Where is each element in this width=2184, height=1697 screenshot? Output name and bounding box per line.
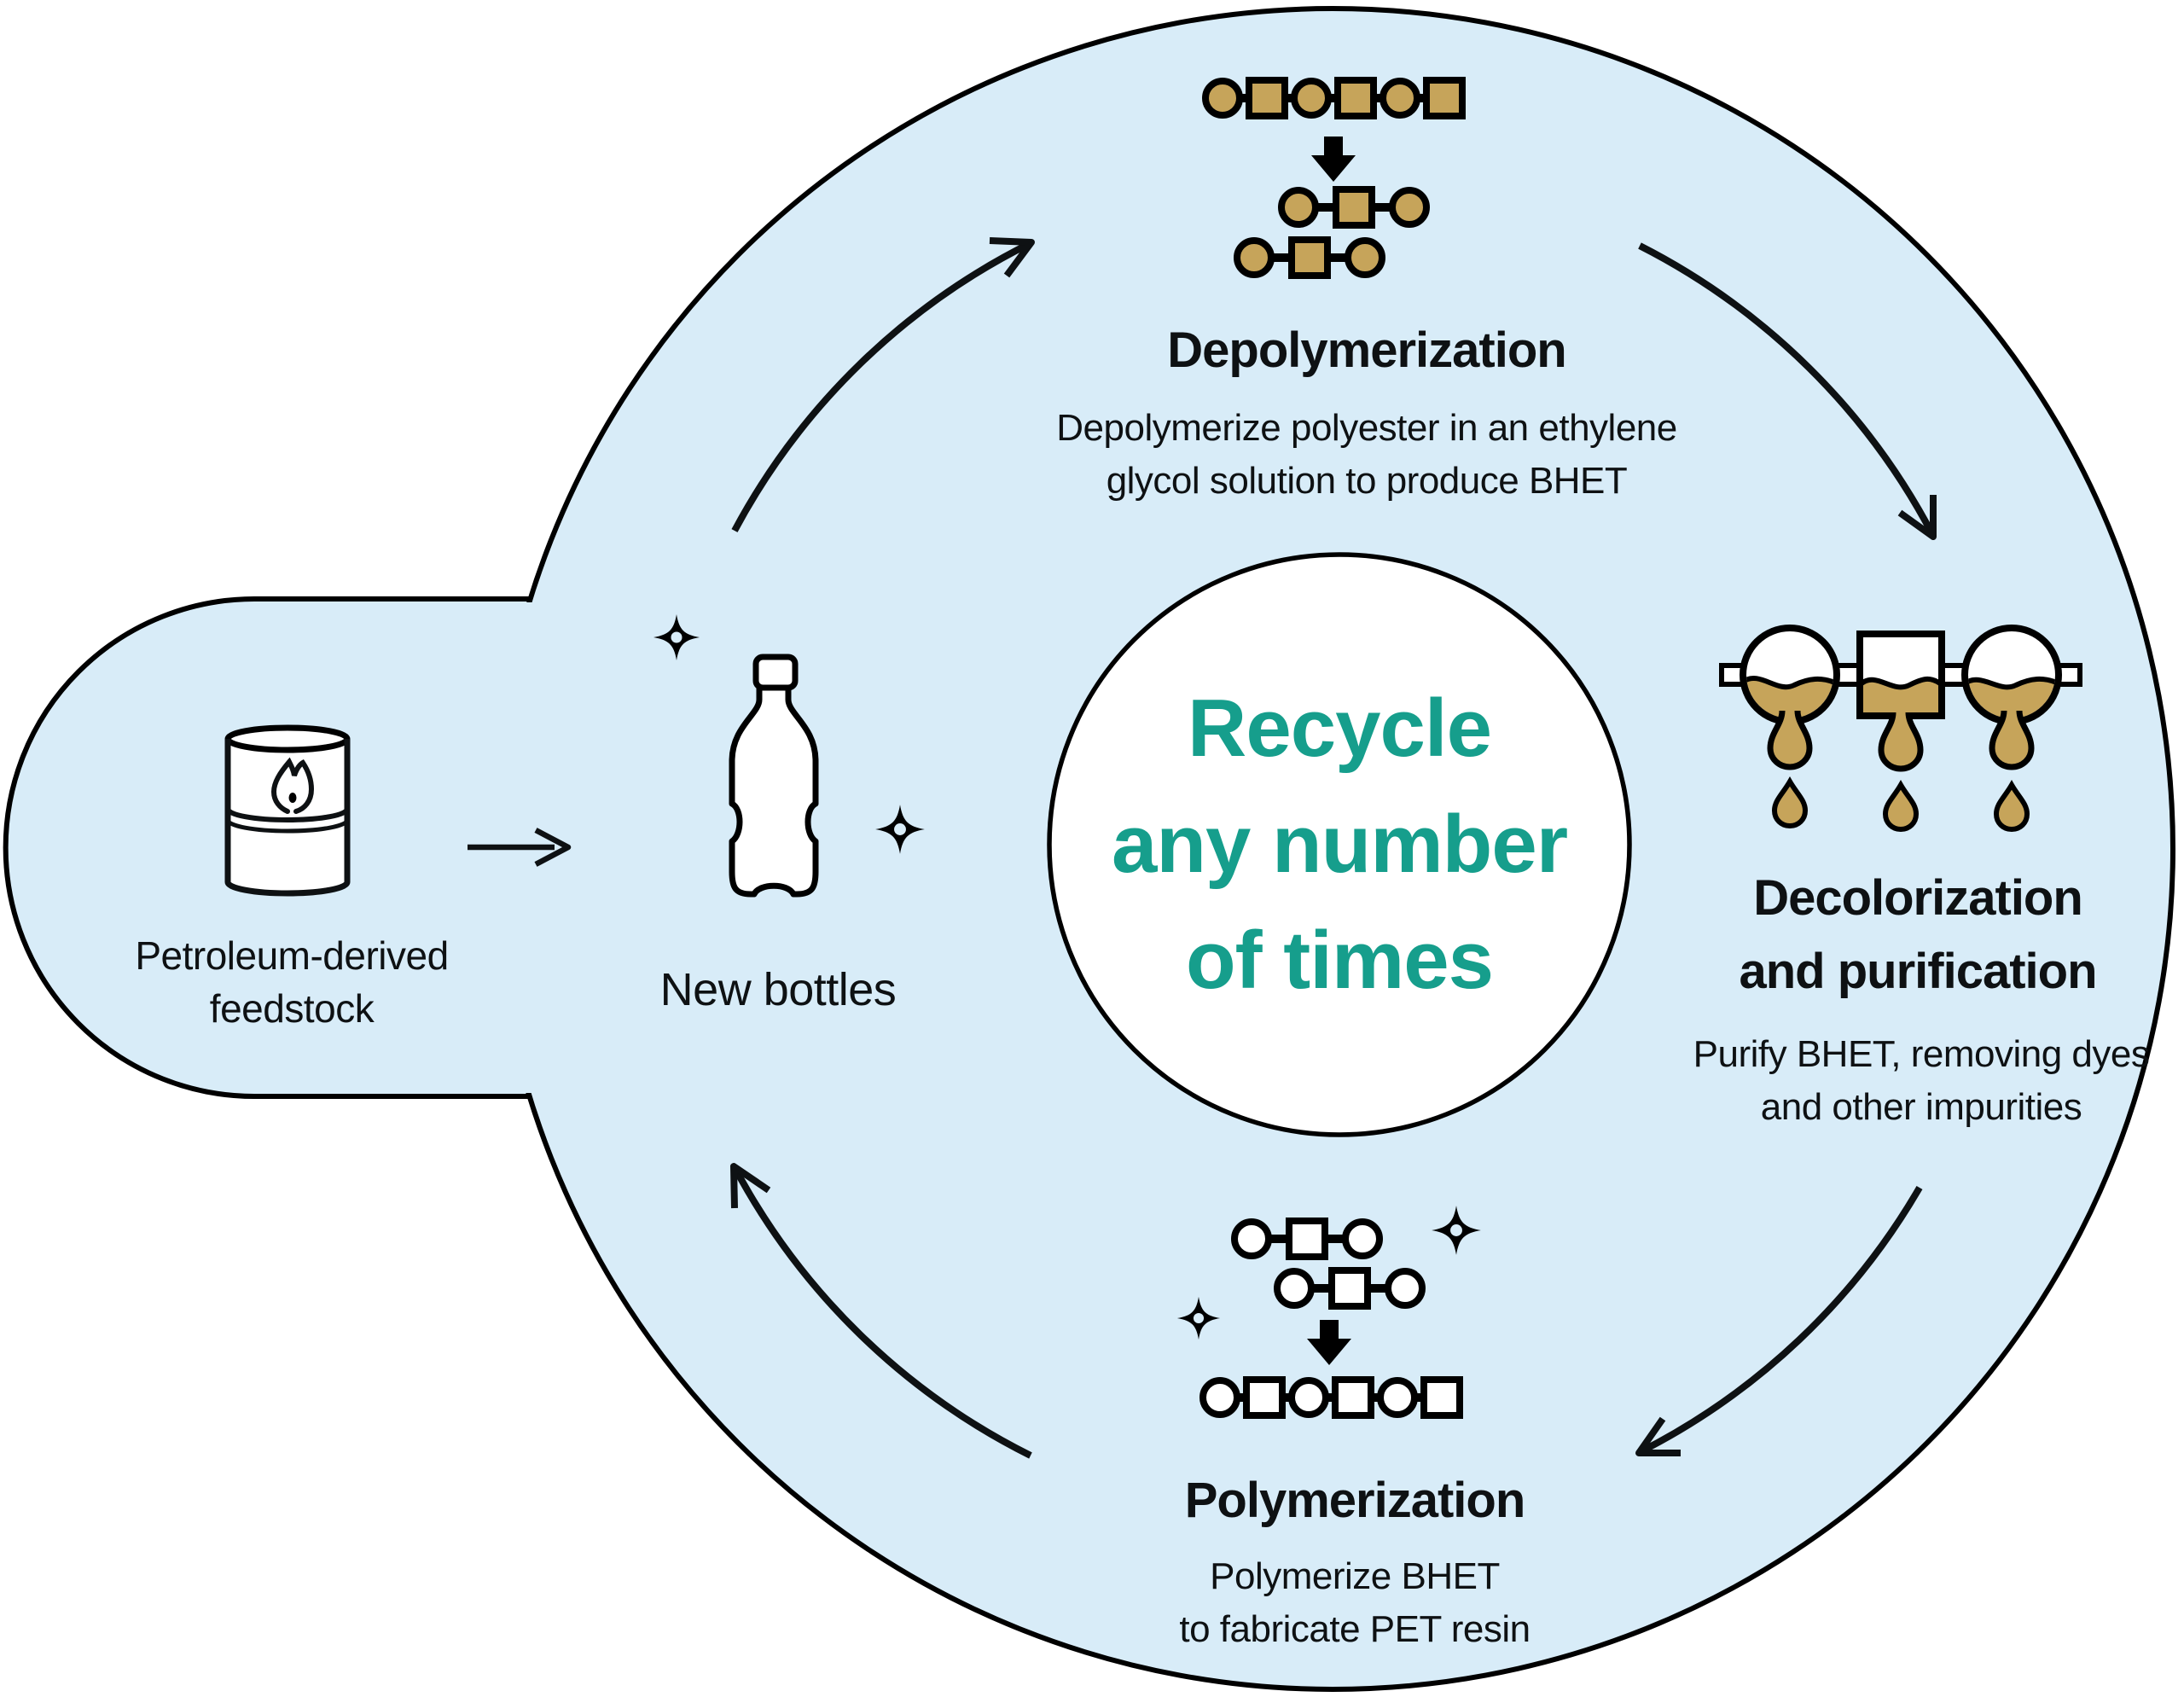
decolorization-desc-line-2: and other impurities xyxy=(1761,1086,2082,1128)
cycle-arrow-icon xyxy=(730,1163,1032,1459)
center-line-2: any number xyxy=(1112,799,1567,890)
feedstock-section: Petroleum-derived feedstock xyxy=(135,724,572,1031)
cycle-arrow-icon xyxy=(1638,242,1937,540)
polymerization-section: Polymerization Polymerize BHET to fabric… xyxy=(1176,1206,1531,1650)
feedstock-label-line-2: feedstock xyxy=(210,986,375,1031)
center-message: Recycle any number of times xyxy=(1112,683,1568,1006)
oil-barrel-icon xyxy=(224,724,351,897)
depolymerization-desc-line-2: glycol solution to produce BHET xyxy=(1107,460,1628,502)
cycle-arrow-icon xyxy=(1635,1185,1923,1456)
polymerization-title: Polymerization xyxy=(1185,1473,1525,1528)
decolorization-section: Decolorization and purification Purify B… xyxy=(1693,625,2150,1128)
decolorization-flasks-icon xyxy=(1719,625,2082,829)
center-line-3: of times xyxy=(1186,915,1493,1006)
flask-liquid xyxy=(1968,677,2055,718)
polymerization-desc-line-2: to fabricate PET resin xyxy=(1179,1608,1530,1650)
new-bottles-section: New bottles xyxy=(653,614,925,1015)
center-line-1: Recycle xyxy=(1188,683,1491,774)
monomer-chain-icon xyxy=(1237,240,1382,276)
depolymerization-desc-line-1: Depolymerize polyester in an ethylene xyxy=(1056,407,1676,449)
right-arrow-icon xyxy=(468,828,572,867)
cycle-arrow-icon xyxy=(731,237,1035,532)
decolorization-title-line-2: and purification xyxy=(1740,944,2097,999)
depolymerization-section: Depolymerization Depolymerize polyester … xyxy=(1056,80,1677,502)
flame-icon xyxy=(270,757,315,814)
monomer-chain-icon xyxy=(1281,189,1426,225)
water-bottle-icon xyxy=(729,654,819,898)
flask-liquid xyxy=(1746,676,1833,718)
center-circle xyxy=(1047,552,1632,1137)
cycle-arrows xyxy=(730,237,1937,1459)
new-bottles-label: New bottles xyxy=(660,964,897,1015)
decolorization-desc-line-1: Purify BHET, removing dyes xyxy=(1693,1033,2150,1075)
depolymerization-title: Depolymerization xyxy=(1167,323,1565,378)
flask-liquid xyxy=(1863,677,1938,712)
polymerization-desc-line-1: Polymerize BHET xyxy=(1210,1555,1500,1597)
decolorization-title-line-1: Decolorization xyxy=(1753,870,2082,926)
feedstock-label-line-1: Petroleum-derived xyxy=(135,933,448,978)
monomer-chain-icon xyxy=(1234,1221,1380,1257)
monomer-chain-icon xyxy=(1277,1270,1422,1306)
